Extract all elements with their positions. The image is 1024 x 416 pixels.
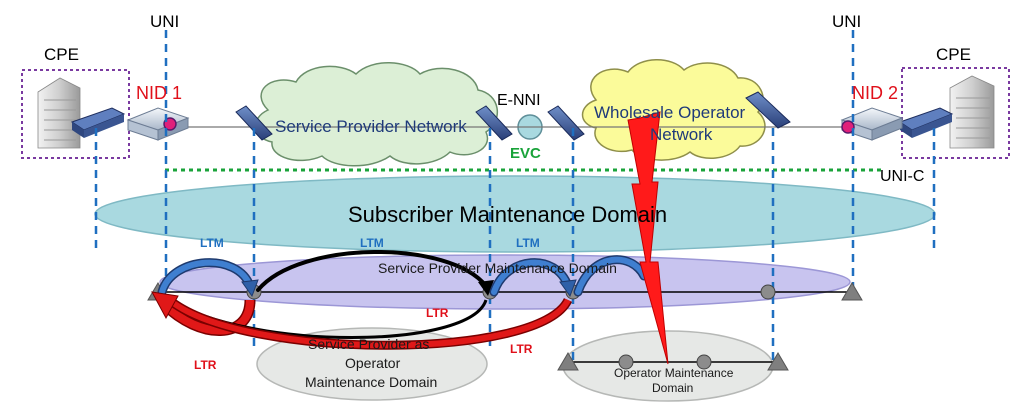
nid2-label: NID 2	[852, 83, 899, 103]
op-mep-right	[767, 352, 789, 371]
ltm-label-1: LTM	[200, 236, 224, 250]
sp-network-cloud	[255, 62, 499, 167]
cpe-right-box	[901, 67, 1010, 159]
op-md-label-1: Operator Maintenance	[614, 366, 734, 380]
subscriber-md-label: Subscriber Maintenance Domain	[348, 202, 668, 227]
nid1-label: NID 1	[136, 83, 183, 103]
ltm-label-2: LTM	[360, 236, 384, 250]
switch-4-icon	[745, 91, 791, 129]
cpe-left-label: CPE	[44, 45, 79, 64]
sp-md-label: Service Provider Maintenance Domain	[378, 260, 617, 276]
op-mip-2	[696, 354, 712, 370]
cpe-right-label: CPE	[936, 45, 971, 64]
cpe-left-box	[21, 69, 130, 159]
nid2-device-icon	[840, 107, 904, 141]
uni-c-label: UNI-C	[880, 168, 925, 185]
sp-network-label: Service Provider Network	[275, 117, 467, 136]
switch-3-icon	[547, 105, 585, 141]
ltr-label-1: LTR	[426, 306, 449, 320]
ltr-label-2: LTR	[510, 342, 533, 356]
ltr-arrowhead	[151, 291, 179, 320]
op-md-label-2: Domain	[652, 381, 694, 395]
uni-left-label: UNI	[150, 12, 180, 31]
wholesale-network-cloud	[581, 59, 766, 161]
wholesale-network-label-1: Wholesale Operator	[594, 103, 746, 122]
building-left-icon	[37, 77, 81, 149]
ltm-arrows	[157, 250, 649, 298]
sp-operator-md-label-3: Maintenance Domain	[305, 374, 438, 390]
fault-lightning-icon	[627, 111, 669, 365]
cpe-left-router-icon	[70, 107, 126, 138]
nid1-device-icon	[126, 107, 190, 141]
uni-right-label: UNI	[832, 12, 862, 31]
ltm-arrow-2	[256, 250, 488, 292]
op-mep-left	[557, 352, 579, 371]
sp-operator-md-label-1: Service Provider as	[308, 336, 430, 352]
evc-label: EVC	[510, 145, 541, 162]
ltm-label-3: LTM	[516, 236, 540, 250]
switch-2-icon	[475, 105, 513, 141]
wholesale-network-label-2: Network	[650, 125, 713, 144]
op-mip-1	[618, 354, 634, 370]
building-right-icon	[949, 75, 995, 149]
sp-domain-ellipse	[159, 254, 851, 310]
sp-mep-right	[841, 282, 863, 301]
sp-mip-4	[760, 284, 776, 300]
enni-label: E-NNI	[497, 92, 541, 109]
sp-operator-md-label-2: Operator	[345, 355, 401, 371]
ltr-label-3: LTR	[194, 358, 217, 372]
ltr-arrows	[151, 291, 573, 350]
cpe-right-router-icon	[898, 107, 954, 138]
